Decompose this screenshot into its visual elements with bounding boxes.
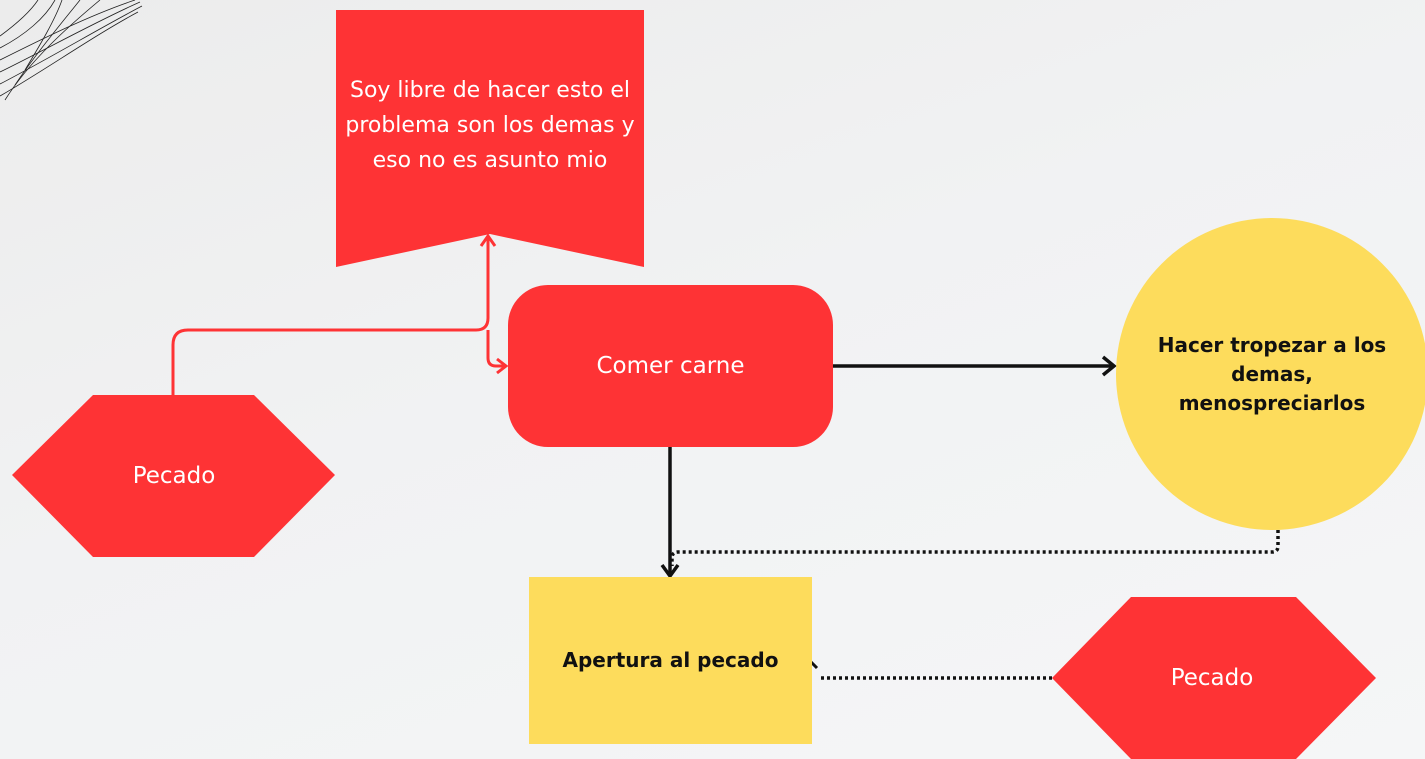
pecado-left-shape <box>12 395 335 557</box>
pecado-right-shape <box>1052 597 1376 759</box>
arrowhead-comer <box>496 357 509 375</box>
arrowhead-apertura <box>660 563 680 579</box>
banner-shape <box>336 10 644 267</box>
connector-hacer-to-apertura <box>670 530 1280 566</box>
dark-connectors <box>660 355 1117 579</box>
hacer-tropezar-shape <box>1116 218 1425 530</box>
comer-carne-shape <box>508 285 833 447</box>
wire-mesh-decoration <box>0 0 143 101</box>
apertura-shape <box>529 577 812 744</box>
apertura-label: Apertura al pecado <box>562 647 779 672</box>
connector-pecado-to-banner <box>171 238 490 396</box>
banner-label: Soy libre de hacer esto el problema son … <box>345 77 635 173</box>
red-connectors <box>171 233 509 396</box>
hacer-tropezar-label: Hacer tropezar a los demas, menospreciar… <box>1157 332 1387 415</box>
arrowhead-banner <box>479 233 497 247</box>
pecado-left-label: Pecado <box>132 463 216 489</box>
pecado-right-label: Pecado <box>1170 665 1254 691</box>
connector-pecado-to-comer <box>486 330 505 368</box>
comer-carne-label: Comer carne <box>596 353 745 379</box>
arrowhead-hacer <box>1101 355 1117 377</box>
